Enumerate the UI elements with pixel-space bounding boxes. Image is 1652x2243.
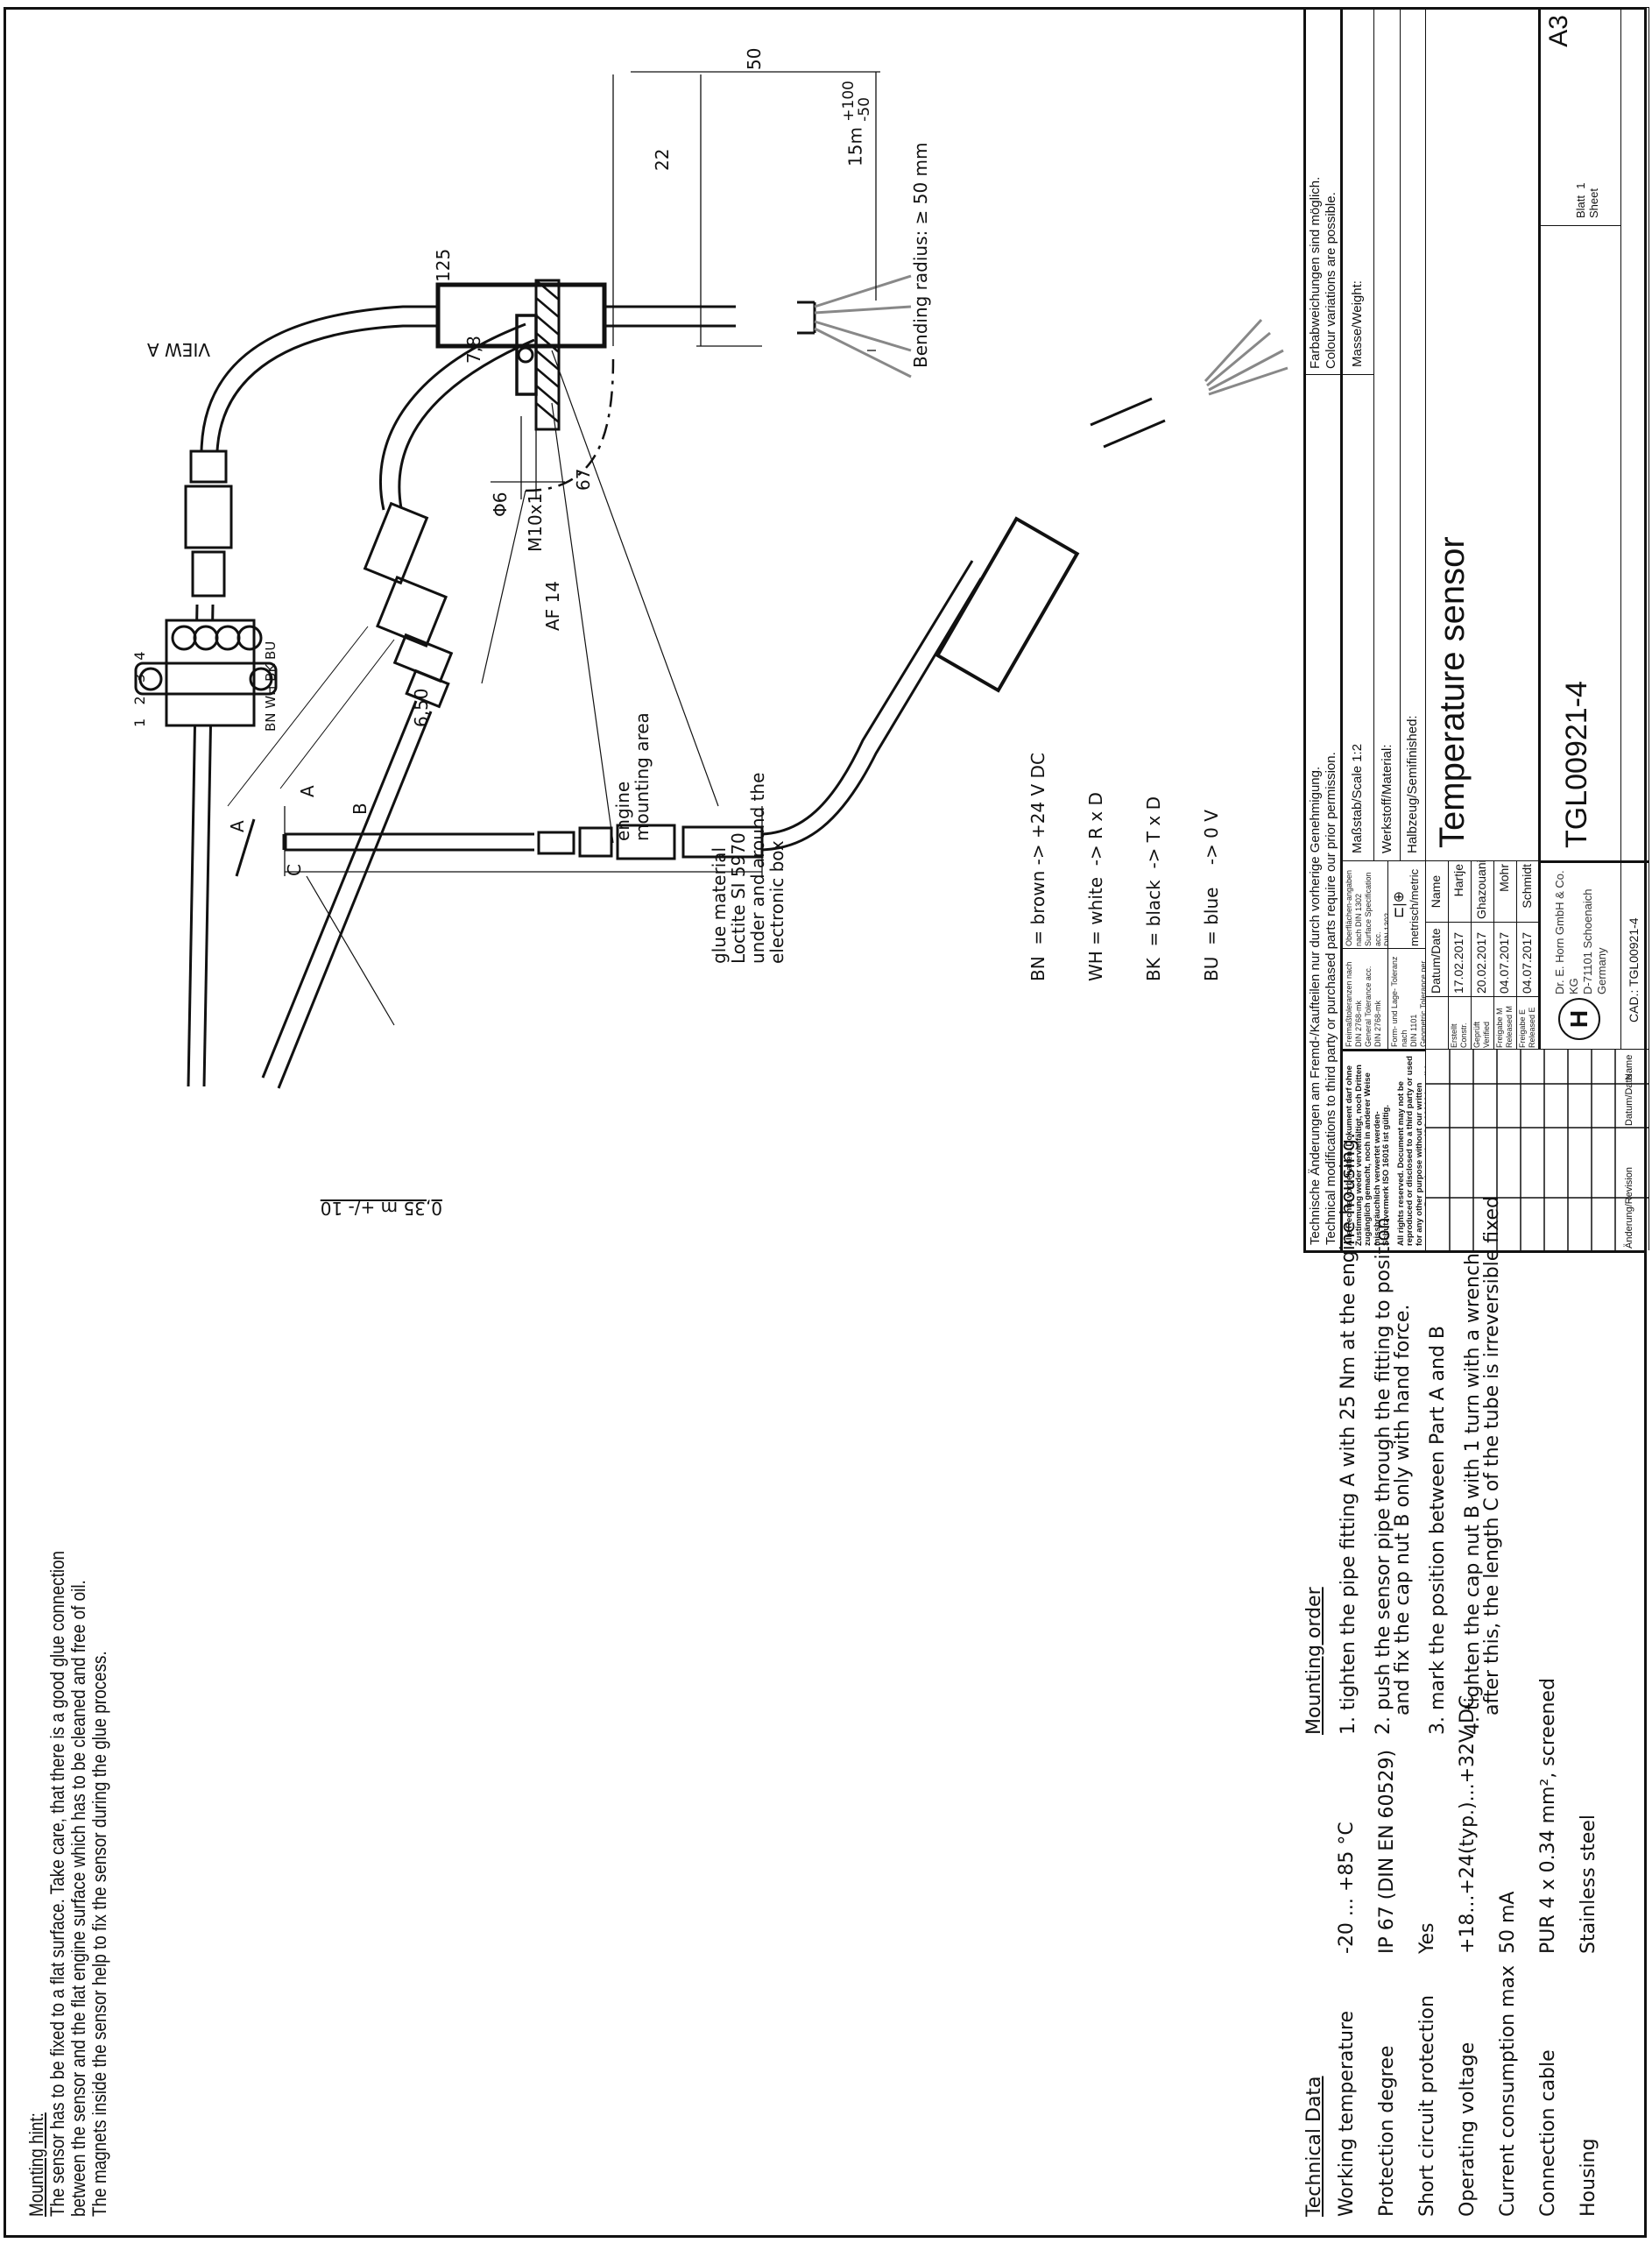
company-block: H Dr. E. Horn GmbH & Co. KG D-71101 Scho… xyxy=(1541,860,1621,1049)
technical-data: Technical Data Working temperature-20 ..… xyxy=(1303,1678,1618,2217)
scale: Maßstab/Scale 1:2 xyxy=(1343,374,1374,860)
approval-name: Schmidt xyxy=(1517,860,1541,922)
modification-notice: Technische Änderungen am Fremd-/Kaufteil… xyxy=(1306,374,1343,1250)
dim-67: 67 xyxy=(573,468,594,491)
arrow-a-label: A xyxy=(227,820,248,832)
technical-data-title: Technical Data xyxy=(1303,2076,1325,2217)
colour-notice: Farbabweichungen sind möglich. Colour va… xyxy=(1306,7,1343,374)
geometric-tolerance: Form- und Lage- Toleranz nach DIN 1101 G… xyxy=(1388,948,1426,1049)
dim-50: 50 xyxy=(744,47,765,70)
glue-material-label: glue material Loctite SI 5970 under and … xyxy=(709,772,787,964)
connector-wire-labels: BN WH BK BU xyxy=(263,640,279,732)
weight: Masse/Weight: xyxy=(1343,7,1374,374)
revision-table: Änderung/Revision Datum/Date Name xyxy=(1426,1049,1649,1250)
approval-name: Hartje xyxy=(1449,860,1472,922)
approval-date: 17.02.2017 xyxy=(1449,922,1472,996)
part-a-label: A xyxy=(297,785,318,797)
approval-date: 04.07.2017 xyxy=(1494,922,1517,996)
connector-pin-numbers: 1 2 3 4 xyxy=(131,651,148,727)
approval-date: 04.07.2017 xyxy=(1517,922,1541,996)
semifinished: Halbzeug/Semifinished: xyxy=(1401,7,1426,860)
approval-date: 20.02.2017 xyxy=(1472,922,1494,996)
label-view-a: VIEW A xyxy=(146,339,210,360)
approval-name: Ghazouani xyxy=(1472,860,1494,922)
bending-radius-label: Bending radius: ≥ 50 mm xyxy=(910,142,931,369)
dim-af14: AF 14 xyxy=(542,581,563,631)
revision-date-header: Datum/Date xyxy=(1624,1074,1634,1126)
dim-125: 125 xyxy=(433,248,454,282)
dim-m10x1: M10x1 xyxy=(525,492,546,552)
projection-symbol-icon: ⊏|⊕ xyxy=(1392,891,1407,918)
dim-15m: 15m +100 -50 xyxy=(840,81,873,166)
cad-reference: CAD.: TGL00921-4 xyxy=(1621,860,1649,1049)
rights-notice: Alle Rechte vorbehalten. Dokument darf o… xyxy=(1343,1049,1426,1250)
company-logo-icon: H xyxy=(1558,998,1600,1040)
dim-c-label: C xyxy=(284,864,305,876)
tech-row: Operating voltage+18...+24(typ.)...+32V … xyxy=(1457,1695,1479,2217)
approval-name: Mohr xyxy=(1494,860,1517,922)
revision-header: Änderung/Revision xyxy=(1624,1167,1634,1249)
title-block: Technische Änderungen am Fremd-/Kaufteil… xyxy=(1303,7,1649,1253)
dim-22: 22 xyxy=(652,148,673,171)
part-b-label: B xyxy=(349,803,371,815)
surface-spec: Oberflächen-angaben nach DIN 1302 Surfac… xyxy=(1343,860,1388,948)
approval-date-header: Datum/Date xyxy=(1426,922,1449,996)
sheet-format: A3 Blatt 1 Sheet xyxy=(1541,7,1621,225)
engine-mounting-plate xyxy=(534,279,561,431)
dim-7-8: 7,8 xyxy=(463,336,484,364)
wire-legend: BN = brown -> +24 V DC WH = white -> R x… xyxy=(1027,753,1222,981)
drawing-title: Temperature sensor xyxy=(1426,7,1541,860)
approval-name-header: Name xyxy=(1426,860,1449,922)
connector-drawing xyxy=(134,619,278,727)
dim-6-50: 6,50 xyxy=(411,688,432,727)
cable-length-label: 0,35 m +/- 10 xyxy=(320,1198,442,1219)
general-tolerance: Freimaßtoleranzen nach DIN 2768-mk Gener… xyxy=(1343,948,1388,1049)
revision-name-header: Name xyxy=(1624,1054,1634,1080)
dim-diameter-6: Φ6 xyxy=(490,492,511,517)
projection-method: ⊏|⊕ metrisch/metric xyxy=(1388,860,1426,948)
engine-mounting-area-label: engine mounting area xyxy=(612,712,653,841)
electronic-box-view-a xyxy=(935,516,1080,693)
material: Werkstoff/Material: xyxy=(1374,7,1401,860)
tech-row: Working temperature-20 ... +85 °C xyxy=(1336,1822,1358,2217)
drawing-number: TGL00921-4 xyxy=(1541,225,1621,860)
